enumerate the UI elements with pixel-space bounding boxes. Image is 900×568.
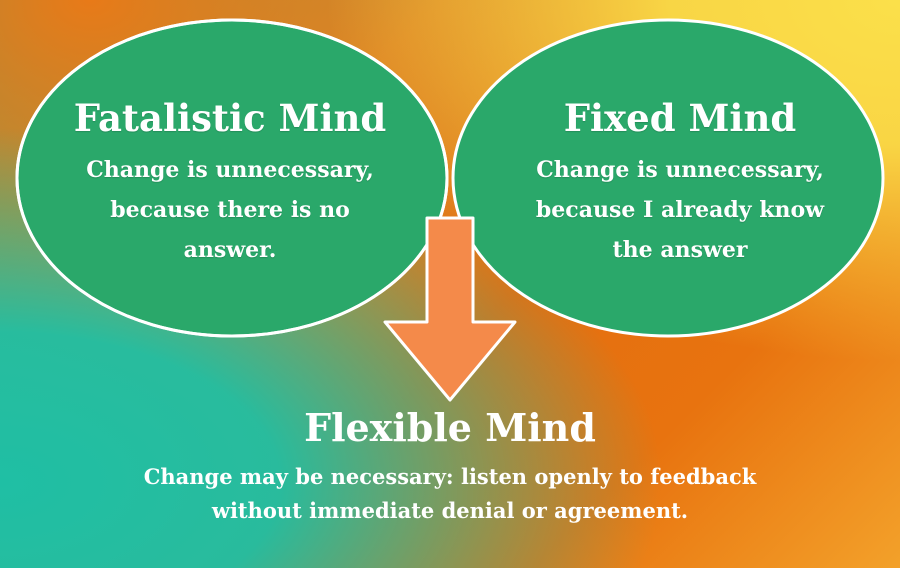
fixed-mind-circle [451, 18, 885, 338]
flexible-mind-description: Change may be necessary: listen openly t… [143, 464, 757, 523]
down-arrow [383, 216, 517, 402]
fatalistic-mind-title: Fatalistic Mind [73, 96, 387, 140]
fatalistic-mind-circle-outline [15, 18, 449, 338]
fixed-mind-title: Fixed Mind [563, 96, 797, 140]
flexible-mind-title: Flexible Mind [304, 405, 596, 450]
fixed-mind-description: Change is unnecessary, because I already… [535, 157, 825, 263]
fatalistic-mind-description: Change is unnecessary, because there is … [86, 157, 374, 263]
